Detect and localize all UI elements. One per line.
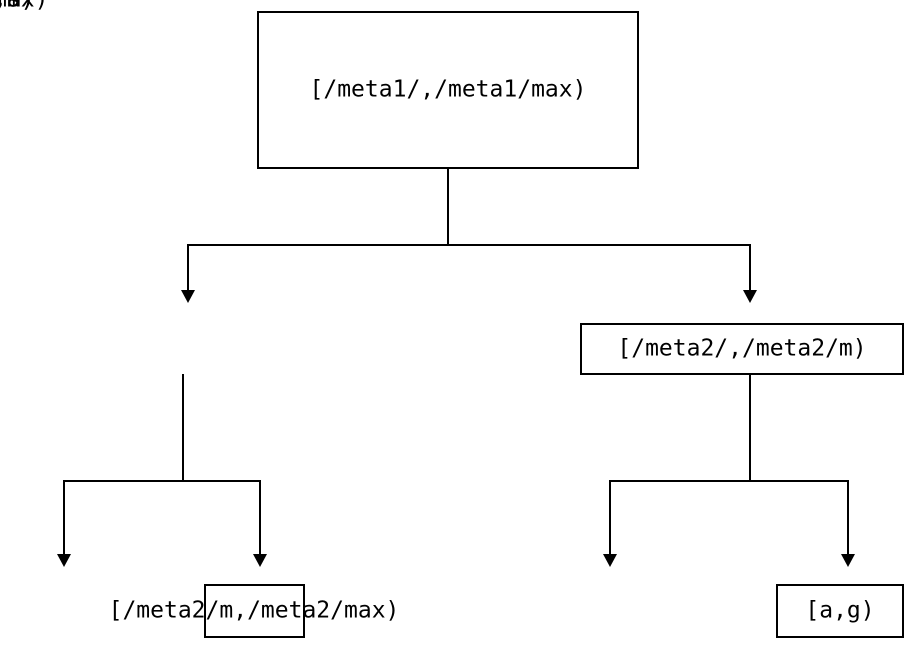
node-leaf-ag[interactable]: [a,g) bbox=[776, 584, 904, 638]
node-label: [s,max) bbox=[0, 0, 48, 13]
node-box[interactable] bbox=[776, 584, 904, 638]
node-label: [/meta1/,/meta1/max) bbox=[310, 77, 587, 103]
edge-line bbox=[609, 374, 751, 555]
node-leaf-smax[interactable]: [s,max) bbox=[0, 0, 48, 13]
edge-mid-right-to-leaf-smax bbox=[749, 374, 855, 567]
node-box[interactable] bbox=[204, 584, 305, 638]
node-label: [/meta2/,/meta2/m) bbox=[617, 336, 866, 362]
edge-line bbox=[447, 168, 751, 291]
edge-layer bbox=[57, 168, 855, 567]
node-leaf-gm[interactable]: [g,m) bbox=[0, 0, 35, 13]
edge-line bbox=[182, 374, 261, 555]
arrowhead-icon bbox=[253, 554, 267, 567]
arrowhead-icon bbox=[181, 290, 195, 303]
node-label: [a,g) bbox=[805, 598, 874, 624]
node-label: [/meta2/m,/meta2/max) bbox=[109, 598, 400, 624]
edge-mid-left-to-leaf-ag bbox=[57, 374, 184, 567]
node-layer: [/meta1/,/meta1/max) [/meta2/,/meta2/m) … bbox=[0, 0, 904, 638]
node-label: [g,m) bbox=[0, 0, 35, 13]
edge-mid-left-to-leaf-gm bbox=[182, 374, 267, 567]
node-root[interactable]: [/meta1/,/meta1/max) bbox=[257, 11, 639, 169]
arrowhead-icon bbox=[841, 554, 855, 567]
edge-root-to-mid-right bbox=[447, 168, 757, 303]
edge-line bbox=[187, 168, 449, 291]
node-box[interactable] bbox=[580, 323, 904, 375]
edge-mid-right-to-leaf-ms bbox=[603, 374, 751, 567]
edge-line bbox=[749, 374, 849, 555]
arrowhead-icon bbox=[603, 554, 617, 567]
arrowhead-icon bbox=[743, 290, 757, 303]
node-box[interactable] bbox=[257, 11, 639, 169]
node-label: [m,s) bbox=[0, 0, 35, 13]
node-mid-right[interactable]: [/meta2/m,/meta2/max) bbox=[109, 584, 400, 638]
node-leaf-ms[interactable]: [m,s) bbox=[0, 0, 35, 13]
edge-line bbox=[63, 374, 184, 555]
edge-root-to-mid-left bbox=[181, 168, 449, 303]
node-mid-left[interactable]: [/meta2/,/meta2/m) bbox=[580, 323, 904, 375]
arrowhead-icon bbox=[57, 554, 71, 567]
